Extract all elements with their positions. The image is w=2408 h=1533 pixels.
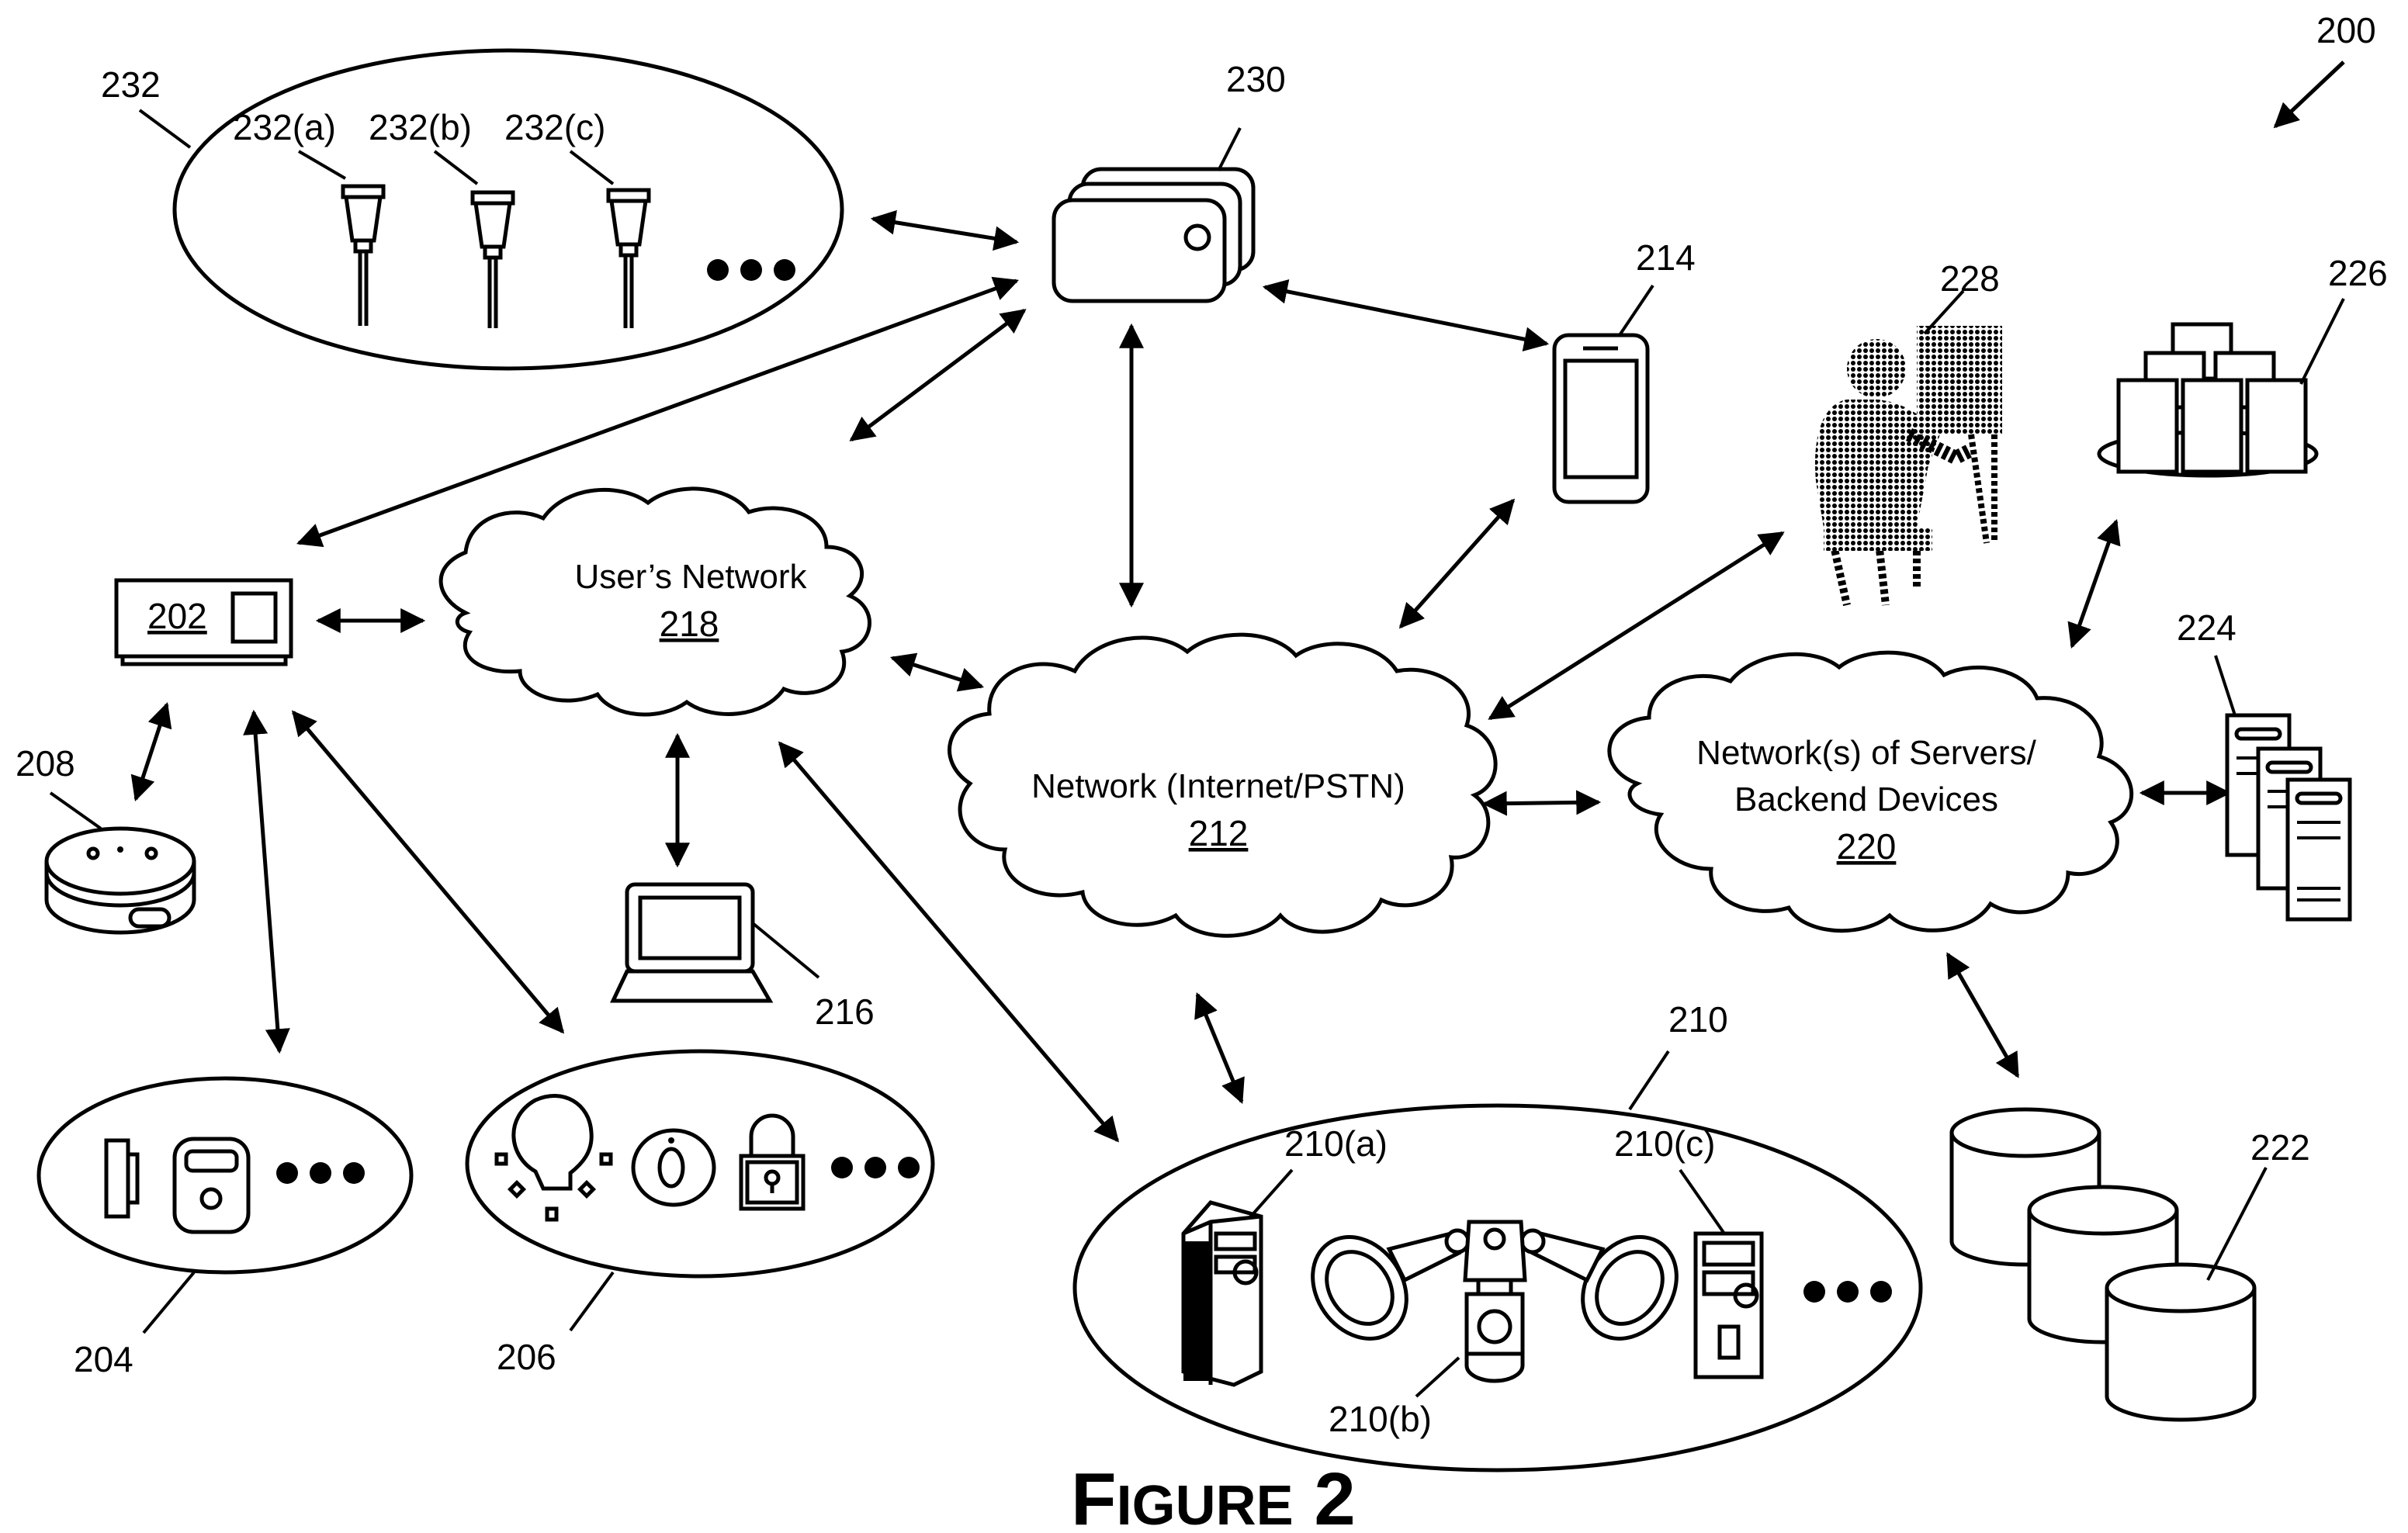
- av-a-ref: 210(a): [1284, 1123, 1388, 1164]
- system-ref: 200: [2316, 10, 2376, 50]
- doorbell-icon: [1183, 1203, 1261, 1385]
- hub-ref: 202: [147, 596, 207, 636]
- arrow-internet-servernet: [1485, 802, 1599, 804]
- users-network-ref: 218: [660, 604, 719, 644]
- smart-light-icon: [473, 192, 513, 328]
- servers-network-label-line2: Backend Devices: [1734, 780, 1998, 818]
- arrow-usernet-internet: [892, 658, 982, 687]
- ellipsis-icon: [831, 1157, 920, 1178]
- backend-ref: 226: [2328, 253, 2388, 293]
- hub-icon: 202: [116, 580, 291, 664]
- laptop-icon: 216: [613, 884, 875, 1032]
- av-devices-ref: 210: [1668, 999, 1728, 1040]
- light-a-ref: 232(a): [233, 107, 336, 147]
- ellipsis-icon: [276, 1162, 365, 1184]
- ellipsis-icon: [707, 259, 795, 281]
- automation-group: 206: [467, 1051, 933, 1377]
- servers-network-ref: 220: [1837, 826, 1897, 867]
- smart-light-icon: [608, 190, 649, 328]
- ellipsis-icon: [1803, 1281, 1892, 1303]
- arrow-lights-controllers: [873, 219, 1017, 242]
- databases-ref: 222: [2250, 1127, 2310, 1168]
- voice-assistant-icon: 208: [16, 743, 194, 933]
- smartphone-ref: 214: [1636, 237, 1696, 278]
- operator-ref: 228: [1940, 258, 2000, 299]
- arrow-backend-servernet: [2072, 521, 2116, 646]
- arrow-hub-voice: [136, 704, 167, 799]
- av-b-ref: 210(b): [1329, 1399, 1432, 1439]
- floodlight-camera-icon: [1294, 1219, 1696, 1381]
- door-sensor-icon: [106, 1140, 137, 1216]
- arrow-system-ref: [2275, 62, 2344, 126]
- lock-icon: [741, 1116, 803, 1209]
- api-servers-ref: 224: [2177, 607, 2236, 648]
- automation-ref: 206: [497, 1337, 556, 1377]
- sensors-ref: 204: [74, 1339, 133, 1379]
- laptop-ref: 216: [815, 991, 875, 1032]
- arrow-hub-sensors: [254, 712, 279, 1051]
- lights-ref: 232: [101, 64, 161, 105]
- controllers-ref: 230: [1226, 59, 1286, 99]
- av-c-ref: 210(c): [1614, 1123, 1715, 1164]
- lights-group: 232 232(a) 232(b) 232(c): [101, 50, 842, 369]
- users-network-label: User’s Network: [574, 558, 807, 596]
- av-devices-group: 210 210(a): [1075, 999, 1921, 1470]
- servers-network-label-line1: Network(s) of Servers/: [1696, 734, 2036, 772]
- light-c-ref: 232(c): [504, 107, 605, 147]
- figure-caption: FIGURE 2: [1071, 1458, 1356, 1533]
- arrow-hub-automation: [293, 712, 563, 1032]
- motion-sensor-icon: [175, 1139, 248, 1232]
- bridge-device-icon: 230: [1054, 59, 1286, 301]
- arrow-controllers-smartphone: [1265, 287, 1547, 344]
- database-icon: 222: [1952, 1109, 2310, 1420]
- internet-ref: 212: [1189, 813, 1249, 853]
- internet-label: Network (Internet/PSTN): [1031, 767, 1405, 805]
- smartphone-icon: 214: [1554, 237, 1696, 502]
- internet-cloud: Network (Internet/PSTN) 212: [950, 635, 1496, 936]
- smart-light-icon: [343, 186, 383, 326]
- servers-network-cloud: Network(s) of Servers/ Backend Devices 2…: [1609, 652, 2132, 931]
- operator-icon: 228: [1815, 258, 2002, 605]
- arrow-smartphone-internet: [1401, 500, 1513, 627]
- sensors-group: 204: [39, 1078, 411, 1379]
- thermostat-icon: [633, 1130, 714, 1205]
- light-bulb-icon: [497, 1095, 611, 1220]
- voice-ref: 208: [16, 743, 75, 784]
- server-icon: 224: [2177, 607, 2350, 919]
- arrow-internet-avdevices: [1197, 995, 1242, 1102]
- server-stack-icon: 226: [2099, 253, 2388, 476]
- doorbell-icon: [1696, 1234, 1762, 1377]
- light-b-ref: 232(b): [369, 107, 472, 147]
- users-network-cloud: User’s Network 218: [441, 489, 869, 715]
- arrow-servernet-databases: [1948, 954, 2018, 1076]
